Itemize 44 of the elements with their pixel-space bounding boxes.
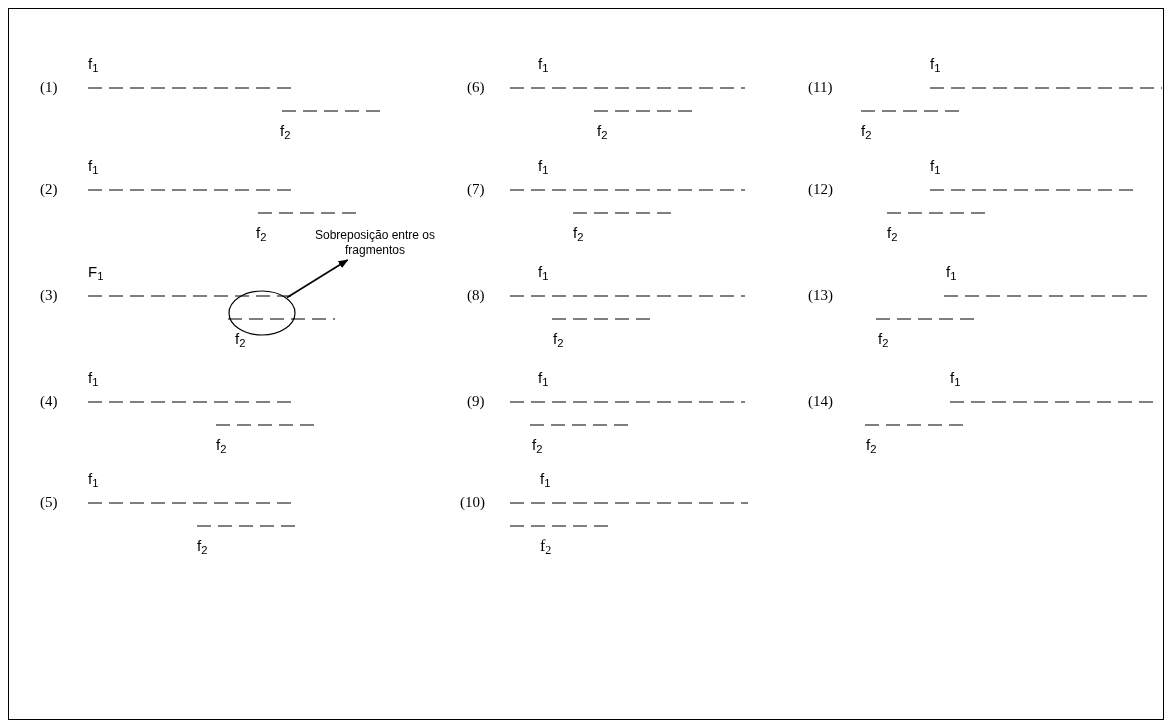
fragment-label: f$_{2}$ xyxy=(280,122,291,140)
annotation-text: Sobreposição entre os fragmentos xyxy=(313,228,437,258)
item-number: (11) xyxy=(808,78,833,96)
item-number: (3) xyxy=(40,286,58,304)
fragment-label: F$_{1}$ xyxy=(88,263,104,281)
item-number: (12) xyxy=(808,180,833,198)
fragment-label: f$_{1}$ xyxy=(538,157,549,175)
fragment-label: f$_{1}$ xyxy=(930,55,941,73)
fragment-label: f$_{1}$ xyxy=(538,55,549,73)
fragment-label: f$_{1}$ xyxy=(950,369,961,387)
fragment-label: f$_{1}$ xyxy=(88,157,99,175)
arrow xyxy=(286,259,349,299)
fragment-label: f$_{1}$ xyxy=(540,470,551,488)
fragment-label: f$_{1}$ xyxy=(88,470,99,488)
fragment-label: f$_{2}$ xyxy=(540,537,552,555)
fragment-label: f$_{1}$ xyxy=(88,55,99,73)
item-number: (8) xyxy=(467,286,485,304)
item-number: (5) xyxy=(40,493,58,511)
item-number: (10) xyxy=(460,493,485,511)
fragment-label: f$_{2}$ xyxy=(553,330,564,348)
fragment-label: f$_{2}$ xyxy=(878,330,889,348)
item-number: (4) xyxy=(40,392,58,410)
fragment-label: f$_{2}$ xyxy=(532,436,543,454)
item-number: (7) xyxy=(467,180,485,198)
fragment-label: f$_{1}$ xyxy=(88,369,99,387)
fragment-label: f$_{2}$ xyxy=(597,122,608,140)
item-number: (14) xyxy=(808,392,833,410)
item-number: (6) xyxy=(467,78,485,96)
item-number: (2) xyxy=(40,180,58,198)
fragment-label: f$_{2}$ xyxy=(861,122,872,140)
item-number: (1) xyxy=(40,78,58,96)
fragment-label: f$_{2}$ xyxy=(256,224,267,242)
fragment-label: f$_{2}$ xyxy=(887,224,898,242)
fragment-label: f$_{2}$ xyxy=(866,436,877,454)
item-number: (13) xyxy=(808,286,833,304)
fragment-label: f$_{2}$ xyxy=(235,330,246,348)
fragment-label: f$_{1}$ xyxy=(946,263,957,281)
fragment-label: f$_{1}$ xyxy=(538,263,549,281)
fragment-label: f$_{2}$ xyxy=(216,436,227,454)
fragment-label: f$_{1}$ xyxy=(538,369,549,387)
item-number: (9) xyxy=(467,392,485,410)
fragment-label: f$_{1}$ xyxy=(930,157,941,175)
fragment-label: f$_{2}$ xyxy=(573,224,584,242)
fragment-label: f$_{2}$ xyxy=(197,537,208,555)
